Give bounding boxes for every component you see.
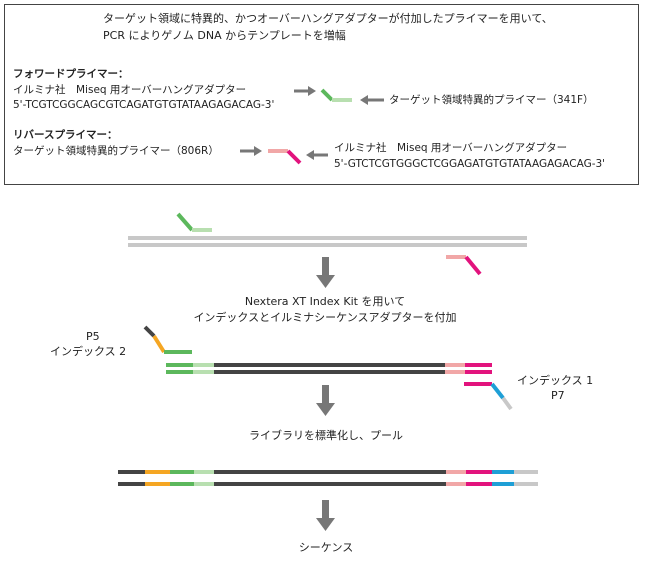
step3-label: ライブラリを標準化し、プール [249,429,403,442]
reverse-primer-title: リバースプライマー： [13,129,118,141]
forward-primer-bound [176,212,212,232]
primer-info-box [4,4,639,185]
p7-label: P7 [551,389,565,402]
arrow-right-icon [294,86,316,96]
index1-p7-primer [464,382,513,411]
reverse-primer-bound [446,255,482,276]
header-line-1: ターゲット領域に特異的、かつオーバーハングアダプターが付加したプライマーを用いて… [103,12,553,25]
step2-line-2: インデックスとイルミナシーケンスアダプターを付加 [193,311,457,324]
reverse-adapter-label: イルミナ社 Miseq 用オーバーハングアダプター [334,142,568,154]
forward-primer-icon [320,88,352,102]
forward-sequence: 5'-TCGTCGGCAGCGTCAGATGTGTATAAGAGACAG-3' [13,99,275,111]
arrow-left-icon [306,150,328,160]
forward-specific-label: ターゲット領域特異的プライマー（341F） [389,94,594,106]
header-line-2: PCR によりゲノム DNA からテンプレートを増幅 [103,29,346,42]
down-arrow-icon [316,257,335,288]
reverse-specific-label: ターゲット領域特異的プライマー（806R） [13,145,219,157]
index1-label: インデックス 1 [517,374,594,387]
forward-primer-title: フォワードプライマー： [13,68,129,80]
p5-label: P5 [86,330,100,343]
index2-p5-primer [143,325,192,354]
arrow-left-icon [360,95,384,105]
step4-label: シーケンス [298,541,354,554]
forward-adapter-label: イルミナ社 Miseq 用オーバーハングアダプター [13,84,247,96]
arrow-right-icon [240,146,262,156]
down-arrow-icon [316,385,335,416]
genomic-dna-strands [128,236,527,247]
reverse-sequence: 5'-GTCTCGTGGGCTCGGAGATGTGTATAAGAGACAG-3' [334,158,606,170]
down-arrow-icon [316,500,335,531]
step2-line-1: Nextera XT Index Kit を用いて [244,295,406,308]
reverse-primer-icon [268,149,302,165]
index2-label: インデックス 2 [50,345,127,358]
